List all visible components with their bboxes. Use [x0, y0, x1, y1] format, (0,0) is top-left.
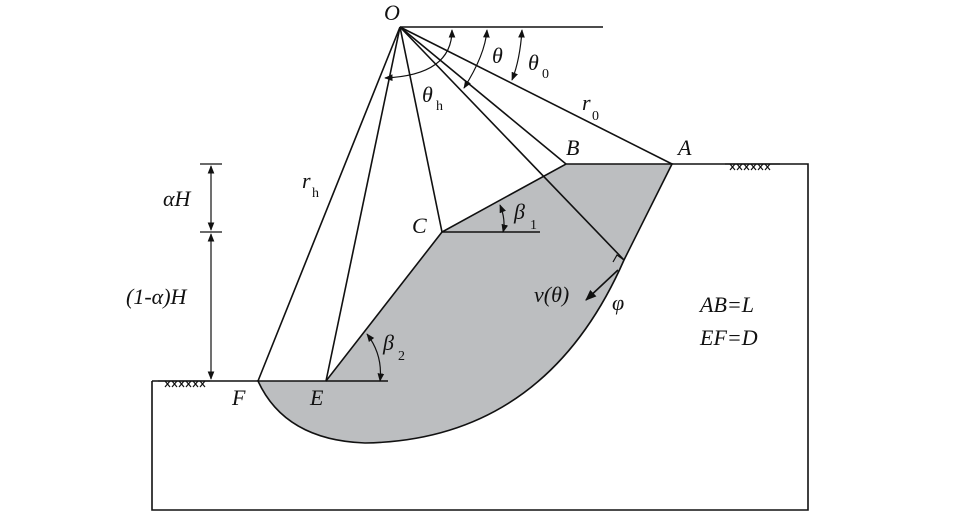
- rh-subscript: h: [312, 186, 319, 201]
- one-minus-alphaH-label: (1-α)H: [126, 284, 188, 309]
- beta1-arc: [499, 204, 509, 233]
- beta2-subscript: 2: [398, 349, 405, 364]
- beta2-arc: [366, 333, 385, 382]
- velocity-arrow: [585, 269, 619, 301]
- beta1-label: β: [513, 199, 525, 224]
- thetah-arc: [384, 29, 456, 82]
- alphaH-label: αH: [163, 186, 192, 211]
- velocity-label: v(θ): [534, 282, 569, 307]
- relation-AB: AB=L: [698, 292, 754, 317]
- thetah-label: θ: [422, 82, 433, 107]
- point-A-label: A: [676, 135, 692, 160]
- r0-label: r: [582, 90, 591, 115]
- theta0-subscript: 0: [542, 67, 549, 82]
- ground-hatch-left: [158, 380, 210, 388]
- point-E-label: E: [309, 385, 324, 410]
- point-O-label: O: [384, 0, 400, 25]
- point-F-label: F: [231, 385, 246, 410]
- point-C-label: C: [412, 213, 427, 238]
- ray-OF: [257, 26, 401, 382]
- failure-zone: [256, 163, 674, 444]
- rh-label: r: [302, 168, 311, 193]
- theta0-arc: [511, 29, 525, 81]
- right-angle-mark: [612, 254, 625, 263]
- ray-OA: [399, 26, 673, 165]
- ray-OC: [399, 26, 443, 233]
- thetah-subscript: h: [436, 99, 443, 114]
- ground-hatch-right: [725, 163, 780, 171]
- theta-arc: [463, 29, 490, 89]
- theta-label: θ: [492, 43, 503, 68]
- phi-label: φ: [612, 290, 624, 315]
- point-B-label: B: [566, 135, 579, 160]
- ray-OE: [325, 26, 401, 382]
- beta1-subscript: 1: [530, 218, 537, 233]
- theta0-label: θ: [528, 50, 539, 75]
- relation-EF: EF=D: [699, 325, 758, 350]
- r0-subscript: 0: [592, 109, 599, 124]
- height-dimension: [200, 163, 222, 380]
- beta2-label: β: [382, 330, 394, 355]
